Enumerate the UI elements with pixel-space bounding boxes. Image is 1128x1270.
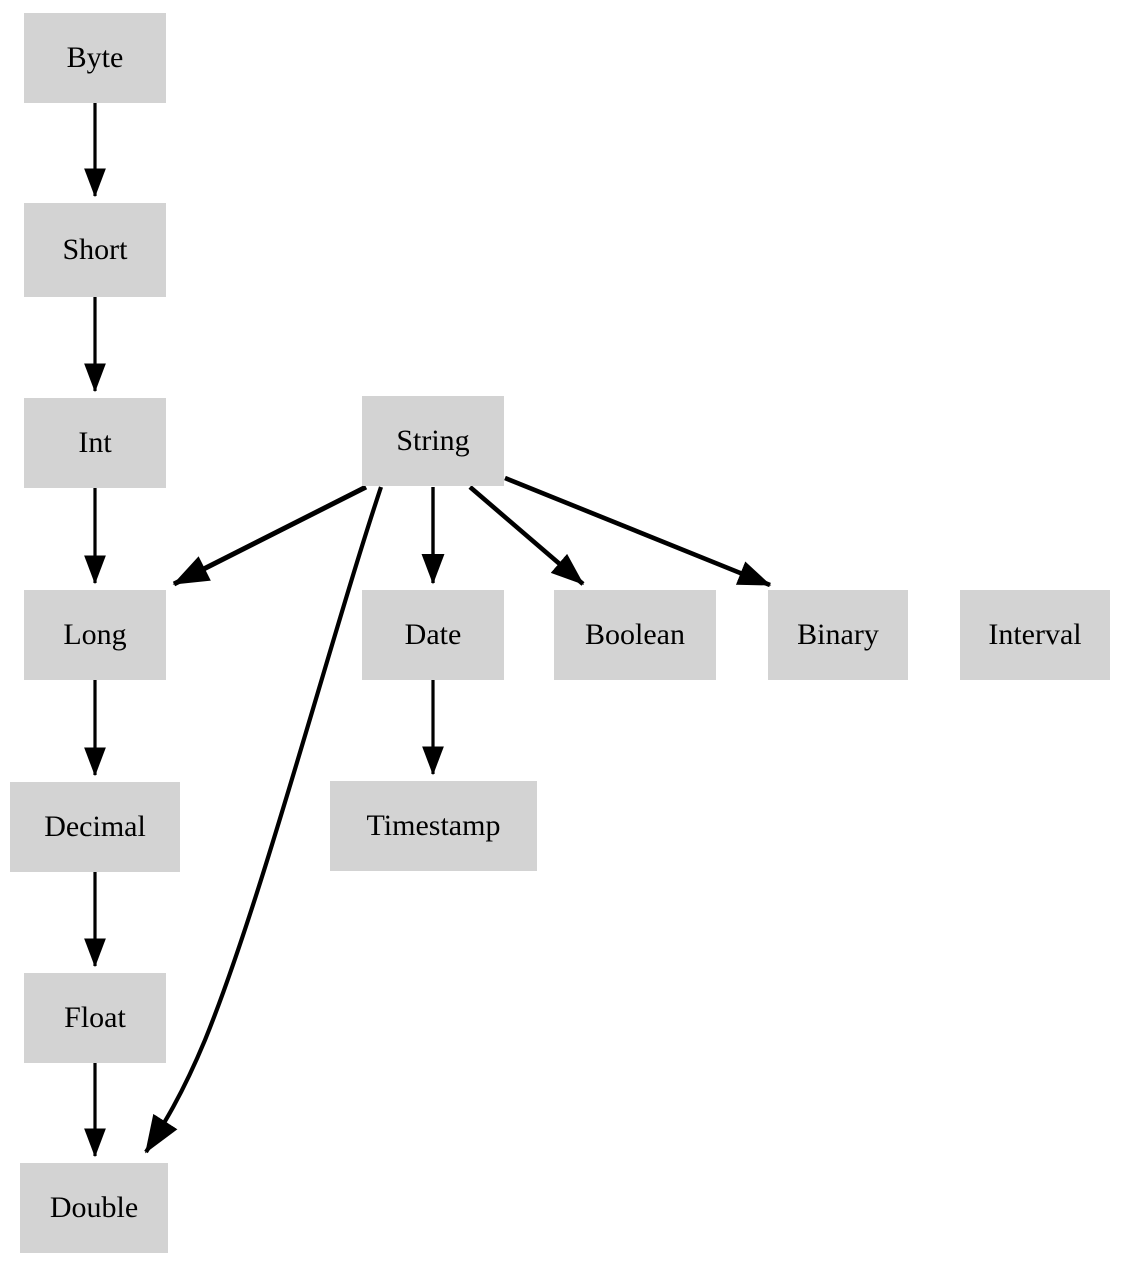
- node-label-binary: Binary: [797, 618, 879, 651]
- node-double[interactable]: Double: [20, 1163, 168, 1253]
- node-short[interactable]: Short: [24, 203, 166, 297]
- node-boolean[interactable]: Boolean: [554, 590, 716, 680]
- edge-string-binary: [504, 475, 772, 588]
- node-long[interactable]: Long: [24, 590, 166, 680]
- node-byte[interactable]: Byte: [24, 13, 166, 103]
- node-label-byte: Byte: [66, 41, 124, 74]
- node-label-interval: Interval: [988, 618, 1082, 651]
- node-label-boolean: Boolean: [585, 618, 685, 651]
- node-label-decimal: Decimal: [44, 810, 146, 843]
- node-date[interactable]: Date: [362, 590, 504, 680]
- node-label-short: Short: [62, 233, 128, 266]
- edge-string-long: [172, 484, 368, 587]
- node-label-timestamp: Timestamp: [366, 809, 501, 842]
- node-label-long: Long: [63, 618, 127, 651]
- node-label-string: String: [396, 424, 470, 457]
- node-float[interactable]: Float: [24, 973, 166, 1063]
- node-int[interactable]: Int: [24, 398, 166, 488]
- node-decimal[interactable]: Decimal: [10, 782, 180, 872]
- node-label-date: Date: [404, 618, 462, 651]
- node-label-double: Double: [49, 1191, 139, 1224]
- node-label-float: Float: [64, 1001, 126, 1034]
- node-interval[interactable]: Interval: [960, 590, 1110, 680]
- node-timestamp[interactable]: Timestamp: [330, 781, 537, 871]
- edge-string-boolean: [468, 485, 585, 586]
- node-string[interactable]: String: [362, 396, 504, 486]
- node-label-int: Int: [78, 426, 112, 459]
- node-binary[interactable]: Binary: [768, 590, 908, 680]
